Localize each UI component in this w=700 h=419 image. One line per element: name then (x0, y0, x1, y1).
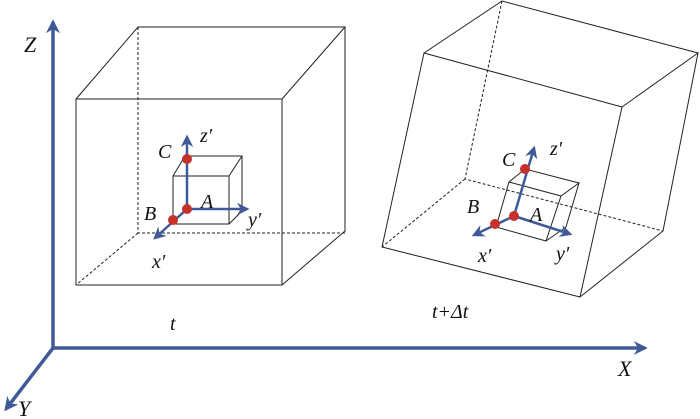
point-b (490, 219, 500, 229)
cube-top-face (75, 26, 347, 100)
label-x-prime: x′ (151, 251, 166, 273)
cube-front-face (381, 52, 623, 298)
element-top-face (508, 168, 581, 197)
y-prime-axis (513, 214, 573, 237)
label-z-prime: z′ (199, 125, 213, 147)
cube-hidden-edge (381, 178, 466, 248)
point-a (509, 211, 519, 221)
point-c (182, 154, 192, 164)
label-x-prime: x′ (477, 245, 492, 267)
x-axis-label: X (617, 356, 633, 381)
time-label-t-plus-dt: t+Δt (432, 301, 469, 323)
cube-at-t: A B C z′ y′ x′ t (75, 26, 347, 335)
cube-right-face (579, 52, 699, 298)
cube-front-face (75, 98, 283, 286)
point-a (182, 204, 192, 214)
label-b: B (144, 203, 156, 225)
label-y-prime: y′ (554, 243, 570, 265)
global-axes: Z X Y (4, 19, 648, 419)
z-prime-axis (512, 145, 538, 217)
point-b (168, 215, 178, 225)
point-c (520, 164, 530, 174)
z-axis-label: Z (24, 32, 37, 57)
label-z-prime: z′ (549, 138, 563, 160)
label-b: B (467, 196, 479, 218)
y-axis (4, 346, 55, 412)
label-y-prime: y′ (246, 209, 262, 231)
label-a: A (528, 204, 543, 226)
element-top-face (172, 155, 243, 177)
cube-right-face (281, 27, 346, 286)
label-c: C (502, 149, 516, 171)
time-label-t: t (170, 313, 176, 335)
label-c: C (158, 141, 172, 163)
label-a: A (199, 191, 214, 213)
cube-at-t-plus-dt: A B C z′ y′ x′ t+Δt (381, 0, 700, 323)
y-axis-label: Y (18, 396, 33, 419)
cube-hidden-edge (75, 232, 139, 286)
cube-top-face (423, 0, 700, 108)
element-front-face (495, 181, 562, 242)
